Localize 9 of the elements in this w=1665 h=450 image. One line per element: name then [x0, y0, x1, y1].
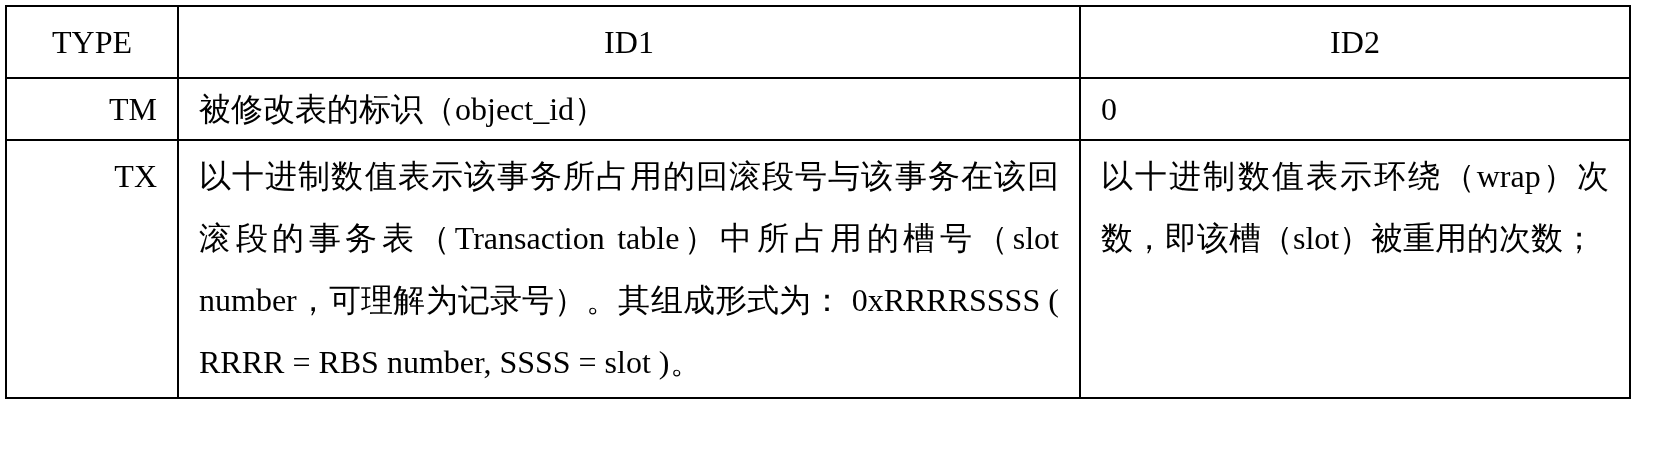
table-cell: 0 [1080, 78, 1630, 140]
table-cell: TM [6, 78, 178, 140]
table-cell: 以十进制数值表示环绕（wrap）次数，即该槽（slot）被重用的次数； [1080, 140, 1630, 398]
header-cell: ID2 [1080, 6, 1630, 78]
header-cell: ID1 [178, 6, 1080, 78]
table-cell: 被修改表的标识（object_id） [178, 78, 1080, 140]
header-cell: TYPE [6, 6, 178, 78]
table-cell: TX [6, 140, 178, 398]
table-cell: 以十进制数值表示该事务所占用的回滚段号与该事务在该回滚段的事务表（Transaction table）中所占用的槽号（slot number，可理解为记录号）。其组成形式为： 0xRRRRSSSS ( RRRR = RBS number, SSSS = slot )。 [178, 140, 1080, 398]
